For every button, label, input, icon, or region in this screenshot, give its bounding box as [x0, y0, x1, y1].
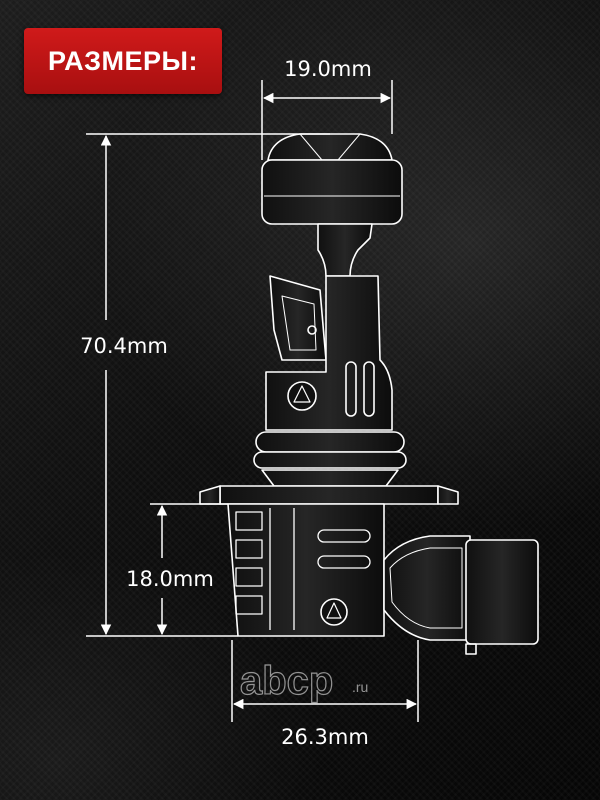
connector-neck [383, 535, 471, 641]
mount-flange [219, 485, 439, 505]
lens-dome [267, 133, 393, 161]
bulb-cap [261, 159, 403, 225]
top-width-label: 19.0mm [284, 57, 372, 81]
watermark-suffix: .ru [352, 679, 368, 695]
socket-base [227, 503, 385, 637]
title-text: РАЗМЕРЫ: [48, 45, 198, 76]
watermark: abcp .ru [239, 658, 368, 703]
connector-plug [465, 539, 539, 645]
heat-bracket [269, 275, 327, 361]
base-width-label: 26.3mm [281, 725, 369, 749]
dimension-lines [86, 80, 419, 722]
brand-emblem [287, 381, 317, 411]
total-height-label: 70.4mm [80, 334, 168, 358]
bulb-neck [317, 223, 373, 277]
base-height-label: 18.0mm [126, 567, 214, 591]
watermark-main: abcp [240, 659, 333, 703]
seal-ring [255, 431, 405, 453]
led-bulb-illustration [199, 133, 539, 655]
title-badge: РАЗМЕРЫ: [24, 28, 222, 94]
